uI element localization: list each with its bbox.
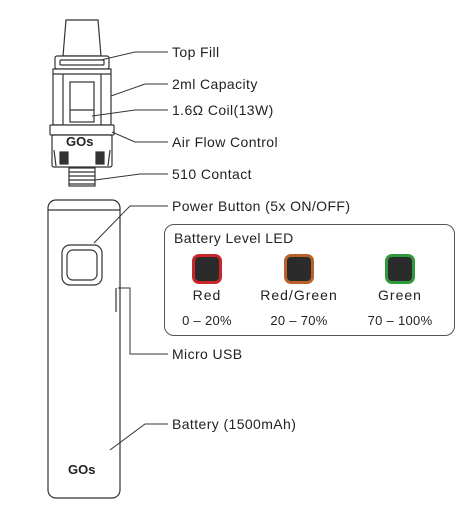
led-red-indicator (192, 254, 222, 284)
power-button-shape (61, 244, 103, 286)
leader-capacity (110, 83, 168, 97)
label-air-flow: Air Flow Control (172, 134, 278, 150)
tank-logo: GOs (66, 134, 94, 149)
led-green-range: 70 – 100% (367, 313, 433, 328)
coil (69, 81, 95, 123)
drip-tip (62, 19, 102, 57)
leader-lines (91, 51, 168, 451)
top-fill-ring (54, 55, 110, 70)
led-panel-title: Battery Level LED (174, 230, 294, 246)
led-redgreen-label: Red/Green (260, 287, 338, 303)
body-logo: GOs (68, 462, 96, 477)
led-red-range: 0 – 20% (182, 313, 232, 328)
leader-coil (91, 109, 168, 117)
led-redgreen-range: 20 – 70% (270, 313, 328, 328)
led-green-label: Green (378, 287, 422, 303)
leader-top-fill (100, 51, 168, 61)
leader-air-flow (111, 131, 168, 143)
label-coil: 1.6Ω Coil(13W) (172, 102, 274, 118)
leader-power-button (93, 205, 168, 244)
leader-battery (109, 423, 168, 451)
battery-led-panel: Battery Level LED Red 0 – 20% Red/Green … (164, 224, 455, 336)
led-redgreen-indicator (284, 254, 314, 284)
leader-contact (94, 173, 168, 181)
label-power-button: Power Button (5x ON/OFF) (172, 198, 351, 214)
led-green-indicator (385, 254, 415, 284)
label-battery: Battery (1500mAh) (172, 416, 297, 432)
led-red-label: Red (192, 287, 222, 303)
contact-510 (68, 167, 96, 187)
label-micro-usb: Micro USB (172, 346, 243, 362)
leader-micro-usb (118, 287, 168, 355)
label-contact: 510 Contact (172, 166, 252, 182)
label-capacity: 2ml Capacity (172, 76, 258, 92)
label-top-fill: Top Fill (172, 44, 220, 60)
